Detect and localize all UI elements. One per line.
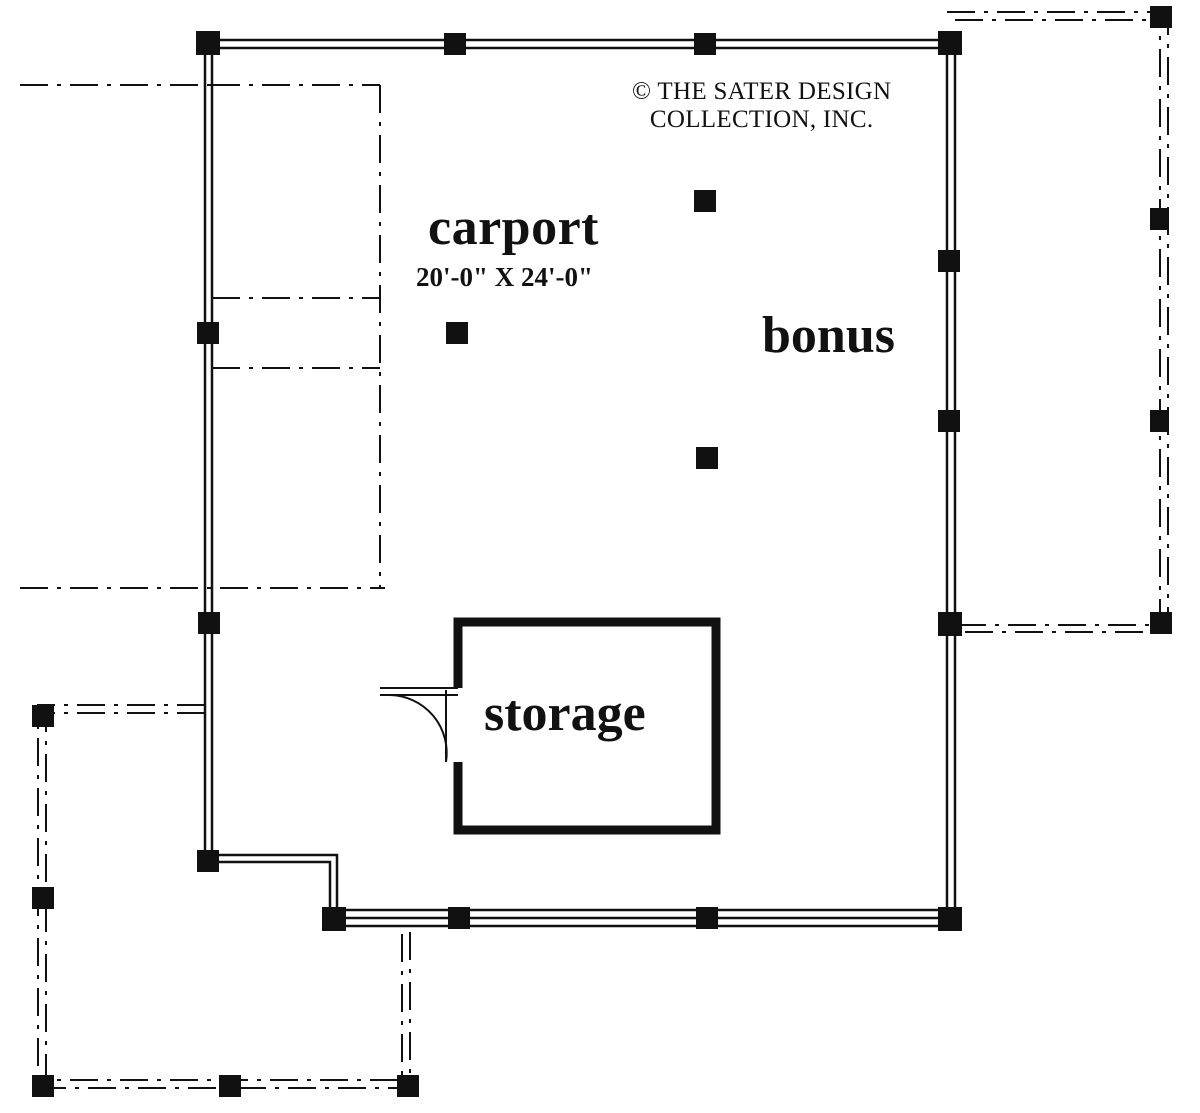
room-label-bonus: bonus <box>762 307 895 364</box>
carport-outline <box>20 84 385 589</box>
columns <box>32 6 1172 1097</box>
copyright-notice: © THE SATER DESIGN COLLECTION, INC. <box>632 78 891 134</box>
copyright-line-2: COLLECTION, INC. <box>649 106 874 133</box>
left-porch-outline <box>37 704 411 1089</box>
copyright-line-1: © THE SATER DESIGN <box>632 78 892 105</box>
room-label-carport: carport <box>428 199 599 256</box>
room-dimensions-carport: 20'-0" X 24'-0" <box>416 262 593 292</box>
room-label-storage: storage <box>484 685 646 742</box>
storage-walls <box>453 617 721 835</box>
outer-walls <box>203 38 957 928</box>
storage-door <box>380 687 458 763</box>
right-porch-outline <box>947 11 1169 633</box>
